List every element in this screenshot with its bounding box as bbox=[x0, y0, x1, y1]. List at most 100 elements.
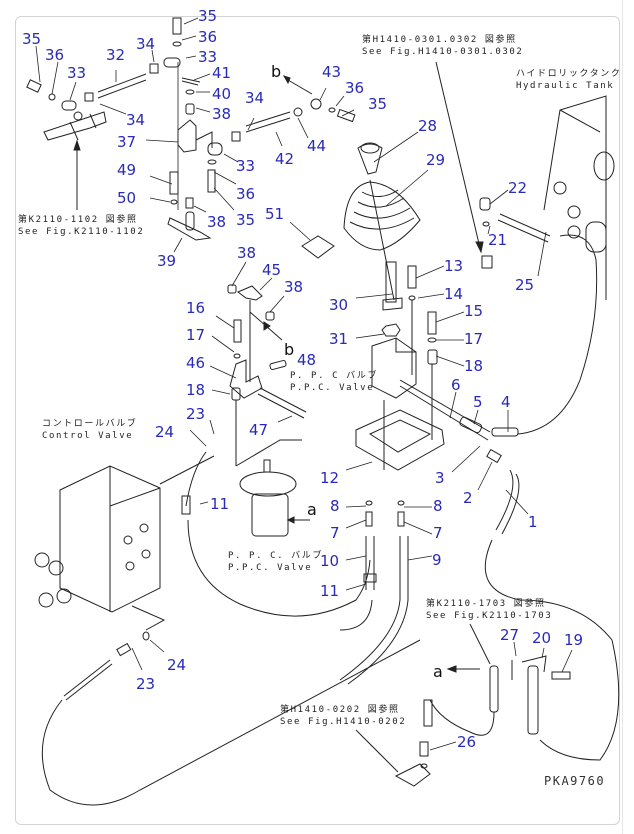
o-ring-21 bbox=[482, 221, 490, 227]
callout-3: 3 bbox=[435, 469, 445, 487]
fitting-2 bbox=[486, 448, 502, 464]
callout-31: 31 bbox=[329, 330, 349, 348]
callout-2: 2 bbox=[463, 489, 473, 507]
note-control-valve: コントロールバルブ Control Valve bbox=[42, 418, 137, 442]
callout-1: 1 bbox=[528, 513, 538, 531]
lever-30 bbox=[385, 261, 397, 303]
callout-17: 17 bbox=[464, 330, 484, 348]
callout-33: 33 bbox=[67, 64, 87, 82]
bolt-35-top bbox=[172, 17, 182, 35]
washer-14 bbox=[408, 295, 416, 301]
bolt-35-mid bbox=[207, 169, 216, 193]
pin-5 bbox=[459, 416, 483, 434]
callout-49: 49 bbox=[117, 161, 137, 179]
note-en: Hydraulic Tank bbox=[516, 81, 615, 91]
callout-7: 7 bbox=[330, 524, 340, 542]
view-marker-b: b bbox=[271, 62, 282, 81]
ppc-valve-lower bbox=[251, 493, 289, 537]
view-arrow-b-top bbox=[287, 79, 313, 95]
rod-42 bbox=[245, 111, 291, 133]
note-jp: ハイドロリックタンク bbox=[516, 69, 622, 79]
note-jp: 第H1410-0301.0302 図参照 bbox=[362, 35, 517, 45]
bushing-38-top bbox=[185, 103, 195, 115]
hose-11-left bbox=[185, 451, 207, 507]
pin-47 bbox=[257, 387, 307, 419]
note-en: See Fig.H1410-0301.0302 bbox=[362, 47, 524, 57]
nut-34-left bbox=[84, 92, 94, 102]
callout-43: 43 bbox=[322, 63, 342, 81]
callout-27: 27 bbox=[500, 626, 520, 644]
leader-lines bbox=[35, 17, 573, 751]
washer-36-top bbox=[172, 41, 182, 47]
ref-arrow-h1410-0202 bbox=[355, 729, 399, 773]
callout-17: 17 bbox=[186, 326, 206, 344]
nut-34-top bbox=[149, 63, 159, 74]
callout-10: 10 bbox=[320, 552, 340, 570]
callout-12: 12 bbox=[320, 469, 340, 487]
callout-6: 6 bbox=[451, 376, 461, 394]
nut-34-right bbox=[231, 131, 241, 142]
callout-5: 5 bbox=[473, 393, 483, 411]
callout-38: 38 bbox=[284, 278, 304, 296]
ppc-valve-lower-top bbox=[239, 471, 297, 497]
note-jp: P. P. C. バルブ bbox=[228, 551, 323, 561]
callout-51: 51 bbox=[265, 205, 285, 223]
note-k2110-1703: 第K2110-1703 図参照 See Fig.K2110-1703 bbox=[426, 598, 552, 622]
callout-32: 32 bbox=[106, 46, 126, 64]
callout-11: 11 bbox=[320, 582, 340, 600]
note-ppc-valve-upper: P. P. C バルブ P.P.C. Valve bbox=[290, 370, 378, 394]
callout-9: 9 bbox=[432, 551, 442, 569]
rod-32 bbox=[97, 73, 147, 99]
callout-7: 7 bbox=[433, 524, 443, 542]
note-jp: コントロールバルブ bbox=[42, 419, 138, 429]
callout-33: 33 bbox=[236, 157, 256, 175]
callout-47: 47 bbox=[249, 421, 269, 439]
callout-30: 30 bbox=[329, 296, 349, 314]
callout-18: 18 bbox=[186, 381, 206, 399]
bolt-19 bbox=[551, 671, 571, 680]
note-ppc-valve-lower: P. P. C. バルブ P.P.C. Valve bbox=[228, 550, 323, 574]
view-marker-a: a bbox=[307, 500, 317, 519]
link-33-mid bbox=[207, 142, 223, 156]
callout-15: 15 bbox=[464, 302, 484, 320]
bolt-15 bbox=[427, 311, 437, 335]
note-h1410-0202: 第H1410-0202 図参照 See Fig.H1410-0202 bbox=[280, 704, 406, 728]
hose-1 bbox=[495, 469, 520, 535]
note-en: P.P.C. Valve bbox=[290, 383, 375, 393]
adapter-20 bbox=[527, 665, 539, 735]
callout-4: 4 bbox=[501, 393, 511, 411]
callout-28: 28 bbox=[418, 117, 438, 135]
callout-38: 38 bbox=[212, 105, 232, 123]
bolt-13 bbox=[407, 265, 417, 289]
view-marker-a: a bbox=[433, 662, 443, 681]
callout-40: 40 bbox=[212, 85, 232, 103]
hose-10 bbox=[365, 536, 375, 590]
callout-18: 18 bbox=[464, 357, 484, 375]
note-en: P.P.C. Valve bbox=[228, 563, 313, 573]
bracket-46 bbox=[229, 359, 263, 399]
ppc-mount-plate-12 bbox=[355, 409, 445, 471]
callout-35: 35 bbox=[236, 211, 256, 229]
callout-36: 36 bbox=[345, 79, 365, 97]
diagram-frame bbox=[15, 16, 620, 825]
callout-24: 24 bbox=[167, 656, 187, 674]
nut-31 bbox=[381, 323, 401, 337]
note-jp: 第K2110-1703 図参照 bbox=[426, 599, 546, 609]
callout-23: 23 bbox=[136, 675, 156, 693]
drawing-code: PKA9760 bbox=[544, 774, 606, 788]
note-jp: 第K2110-1102 図参照 bbox=[18, 215, 138, 225]
callout-16: 16 bbox=[186, 299, 206, 317]
callout-29: 29 bbox=[426, 151, 446, 169]
lever-bracket-left bbox=[43, 111, 107, 141]
callout-46: 46 bbox=[186, 354, 206, 372]
bolt-49 bbox=[169, 171, 179, 195]
note-en: See Fig.K2110-1102 bbox=[18, 227, 145, 237]
callout-38: 38 bbox=[207, 213, 227, 231]
elbow-22 bbox=[479, 197, 491, 211]
control-valve-body bbox=[34, 465, 161, 613]
view-marker-b: b bbox=[284, 340, 295, 359]
note-jp: P. P. C バルブ bbox=[290, 371, 378, 381]
callout-8: 8 bbox=[433, 497, 443, 515]
washer-36-left bbox=[48, 93, 56, 101]
